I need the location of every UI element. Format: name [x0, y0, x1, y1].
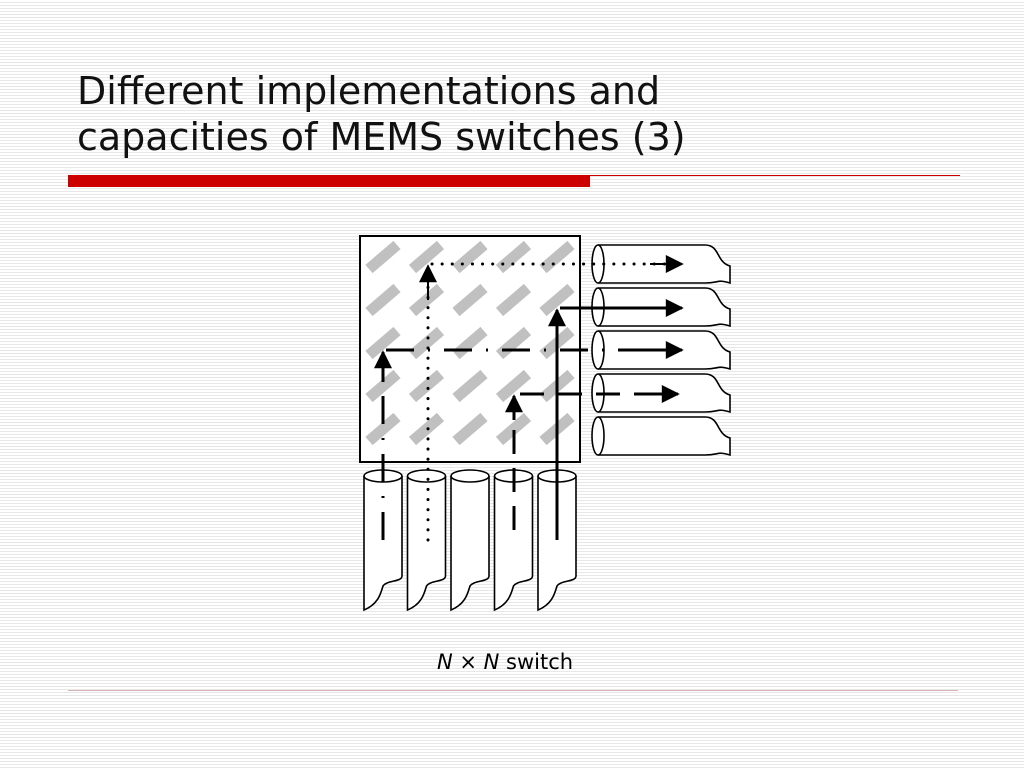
input-fiber	[406, 469, 447, 612]
caption-var-2: N	[483, 650, 500, 674]
mirror	[452, 369, 488, 403]
mirror	[365, 240, 401, 274]
footer-divider	[68, 690, 958, 691]
output-fiber-bundle	[591, 244, 731, 457]
mirror	[539, 283, 575, 317]
mirror	[365, 369, 401, 403]
mirror	[539, 240, 575, 274]
caption-times: ×	[452, 650, 484, 674]
title-accent-bar	[68, 175, 590, 187]
mirror	[365, 283, 401, 317]
caption-var-1: N	[436, 650, 453, 674]
mirror	[408, 283, 445, 317]
mirror	[408, 369, 445, 403]
slide-title: Different implementations and capacities…	[77, 68, 977, 160]
mirror	[408, 240, 445, 274]
mirror	[495, 240, 532, 274]
light-path-dotted	[426, 262, 682, 542]
title-line-2: capacities of MEMS switches (3)	[77, 115, 686, 159]
input-fiber	[363, 469, 403, 612]
input-fiber	[537, 469, 577, 612]
mirror	[495, 412, 532, 446]
mirror	[408, 412, 445, 446]
mirror	[452, 412, 488, 446]
input-fiber	[450, 469, 490, 612]
mirror	[452, 283, 488, 317]
mirror	[408, 326, 445, 360]
mirror	[365, 326, 401, 360]
input-fiber	[493, 469, 534, 612]
title-accent-line	[590, 175, 960, 176]
input-fiber-bundle	[363, 469, 577, 612]
output-fiber	[591, 416, 731, 457]
mirror	[452, 240, 488, 274]
title-line-1: Different implementations and	[77, 69, 661, 113]
light-path-dash-dot	[381, 348, 680, 540]
mirror	[495, 283, 532, 317]
mirror	[365, 412, 401, 446]
diagram-caption: N × N switch	[355, 650, 655, 674]
mirror	[495, 369, 532, 403]
caption-word: switch	[499, 650, 574, 674]
